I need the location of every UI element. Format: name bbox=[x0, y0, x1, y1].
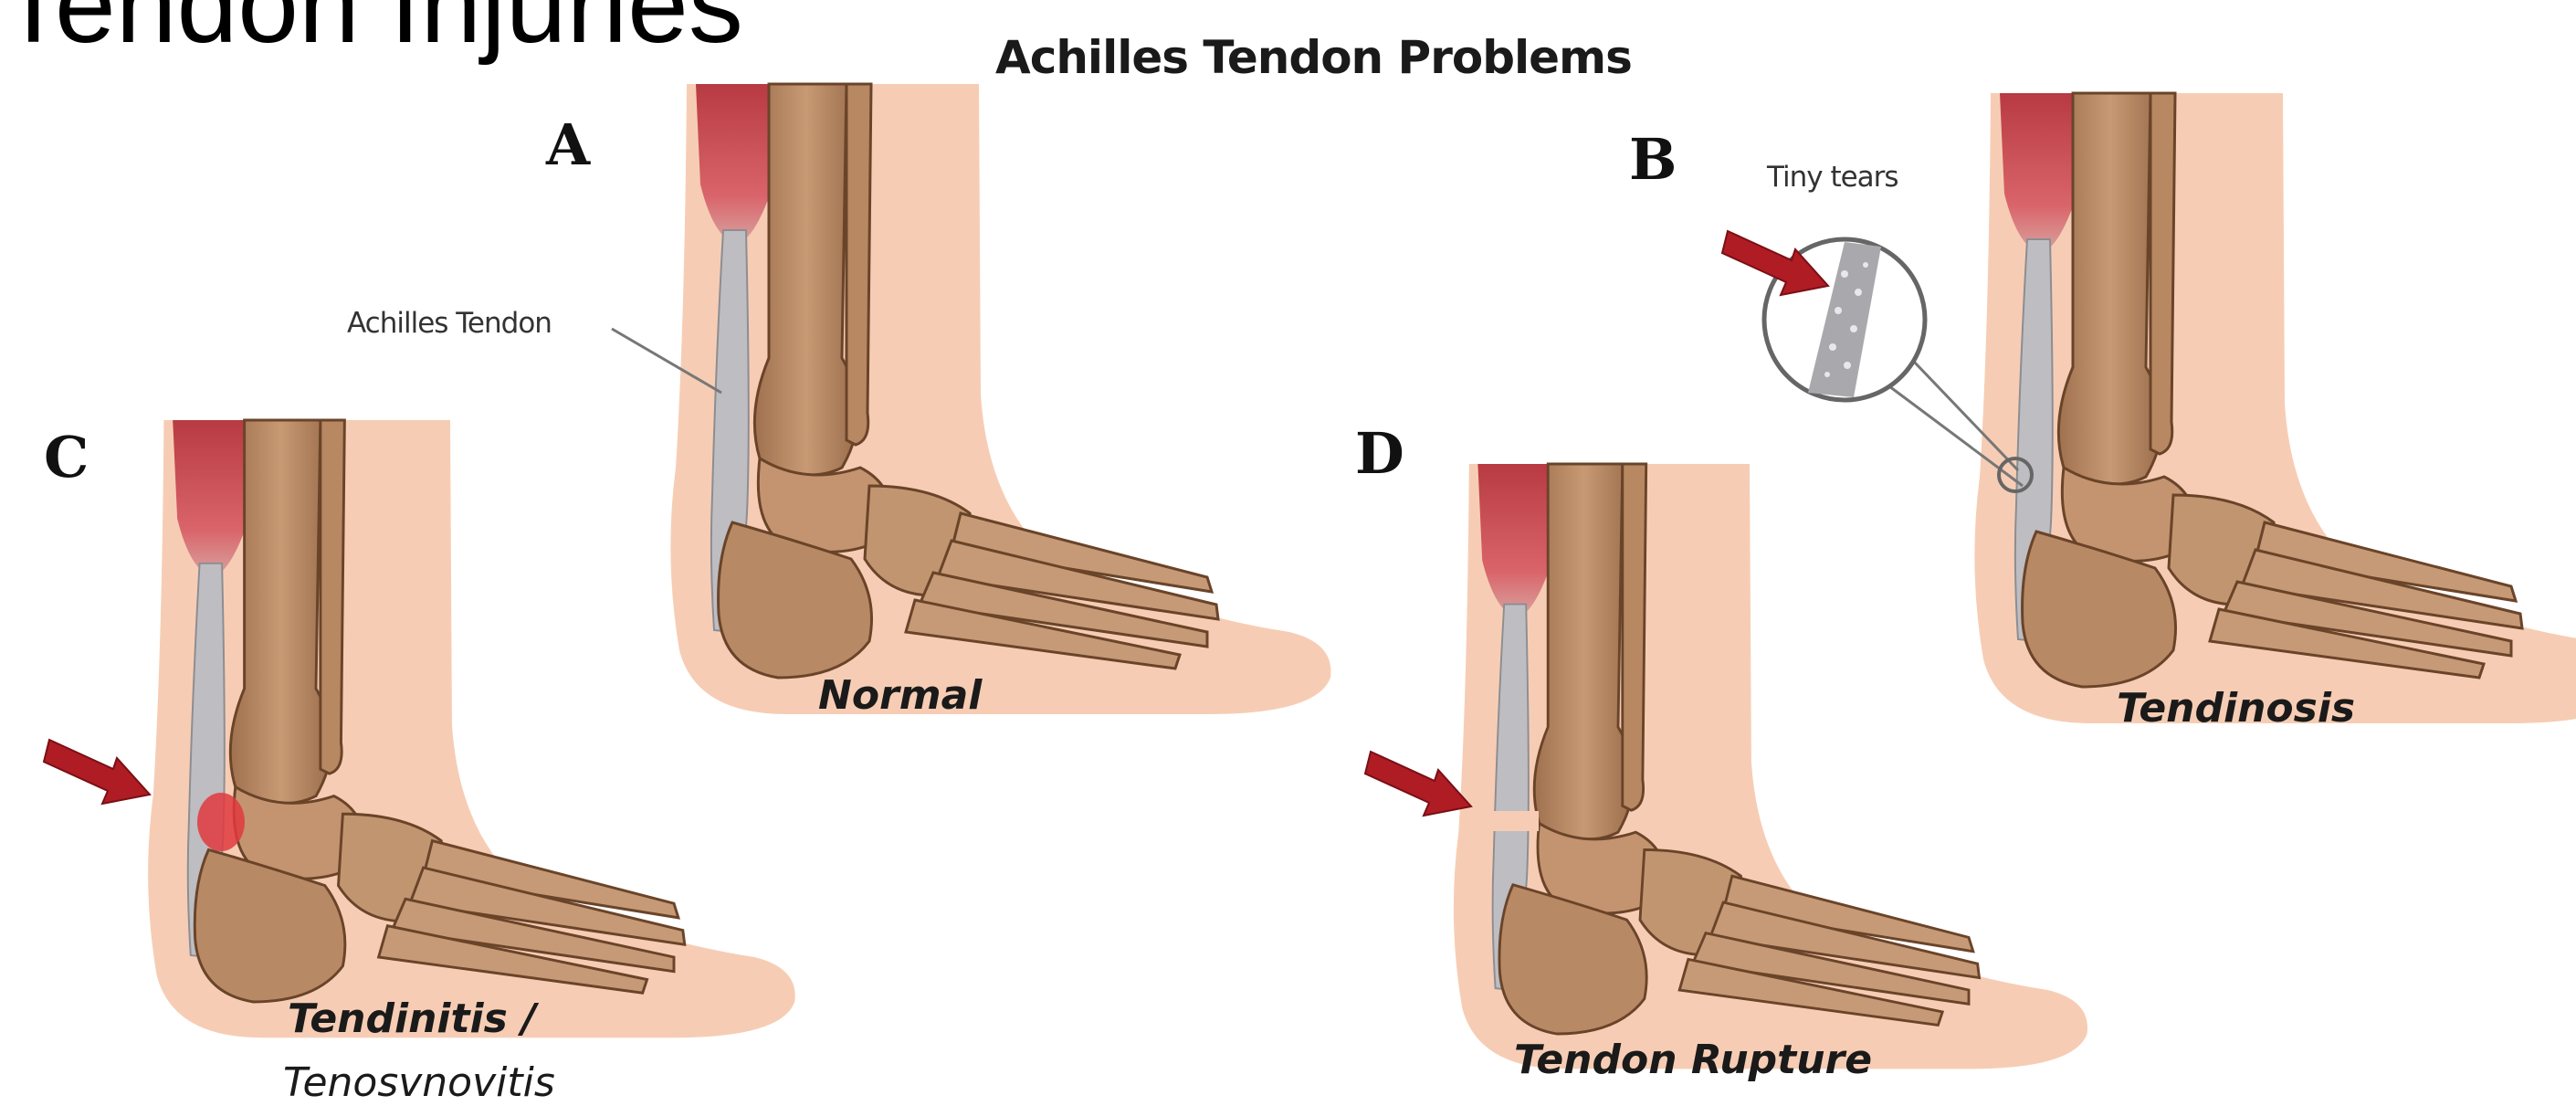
caption-tendinitis: Tendinitis / bbox=[288, 995, 536, 1042]
foot-illustration-rupture bbox=[1443, 464, 2128, 1103]
achilles-tendon-leader-line bbox=[607, 320, 735, 402]
panel-letter-c: C bbox=[44, 424, 89, 490]
tendinitis-arrow bbox=[44, 735, 163, 827]
panel-letter-d: D bbox=[1355, 420, 1404, 487]
figure-title: Achilles Tendon Problems bbox=[995, 31, 1632, 84]
tiny-tears-callout: Tiny tears bbox=[1767, 161, 1898, 194]
caption-tendon-rupture: Tendon Rupture bbox=[1514, 1037, 1872, 1083]
panel-letter-b: B bbox=[1629, 126, 1677, 193]
caption-tenosynovitis: Tenosvnovitis bbox=[283, 1059, 555, 1106]
panel-letter-a: A bbox=[546, 111, 590, 178]
slide-title: Tendon Injuries bbox=[0, 0, 743, 73]
caption-tendinosis: Tendinosis bbox=[2117, 685, 2355, 732]
foot-illustration-tendinitis bbox=[137, 420, 822, 1059]
caption-normal: Normal bbox=[818, 672, 982, 719]
tendinosis-arrow bbox=[1719, 226, 1837, 318]
rupture-arrow bbox=[1365, 747, 1484, 838]
achilles-tendon-callout: Achilles Tendon bbox=[347, 307, 552, 340]
